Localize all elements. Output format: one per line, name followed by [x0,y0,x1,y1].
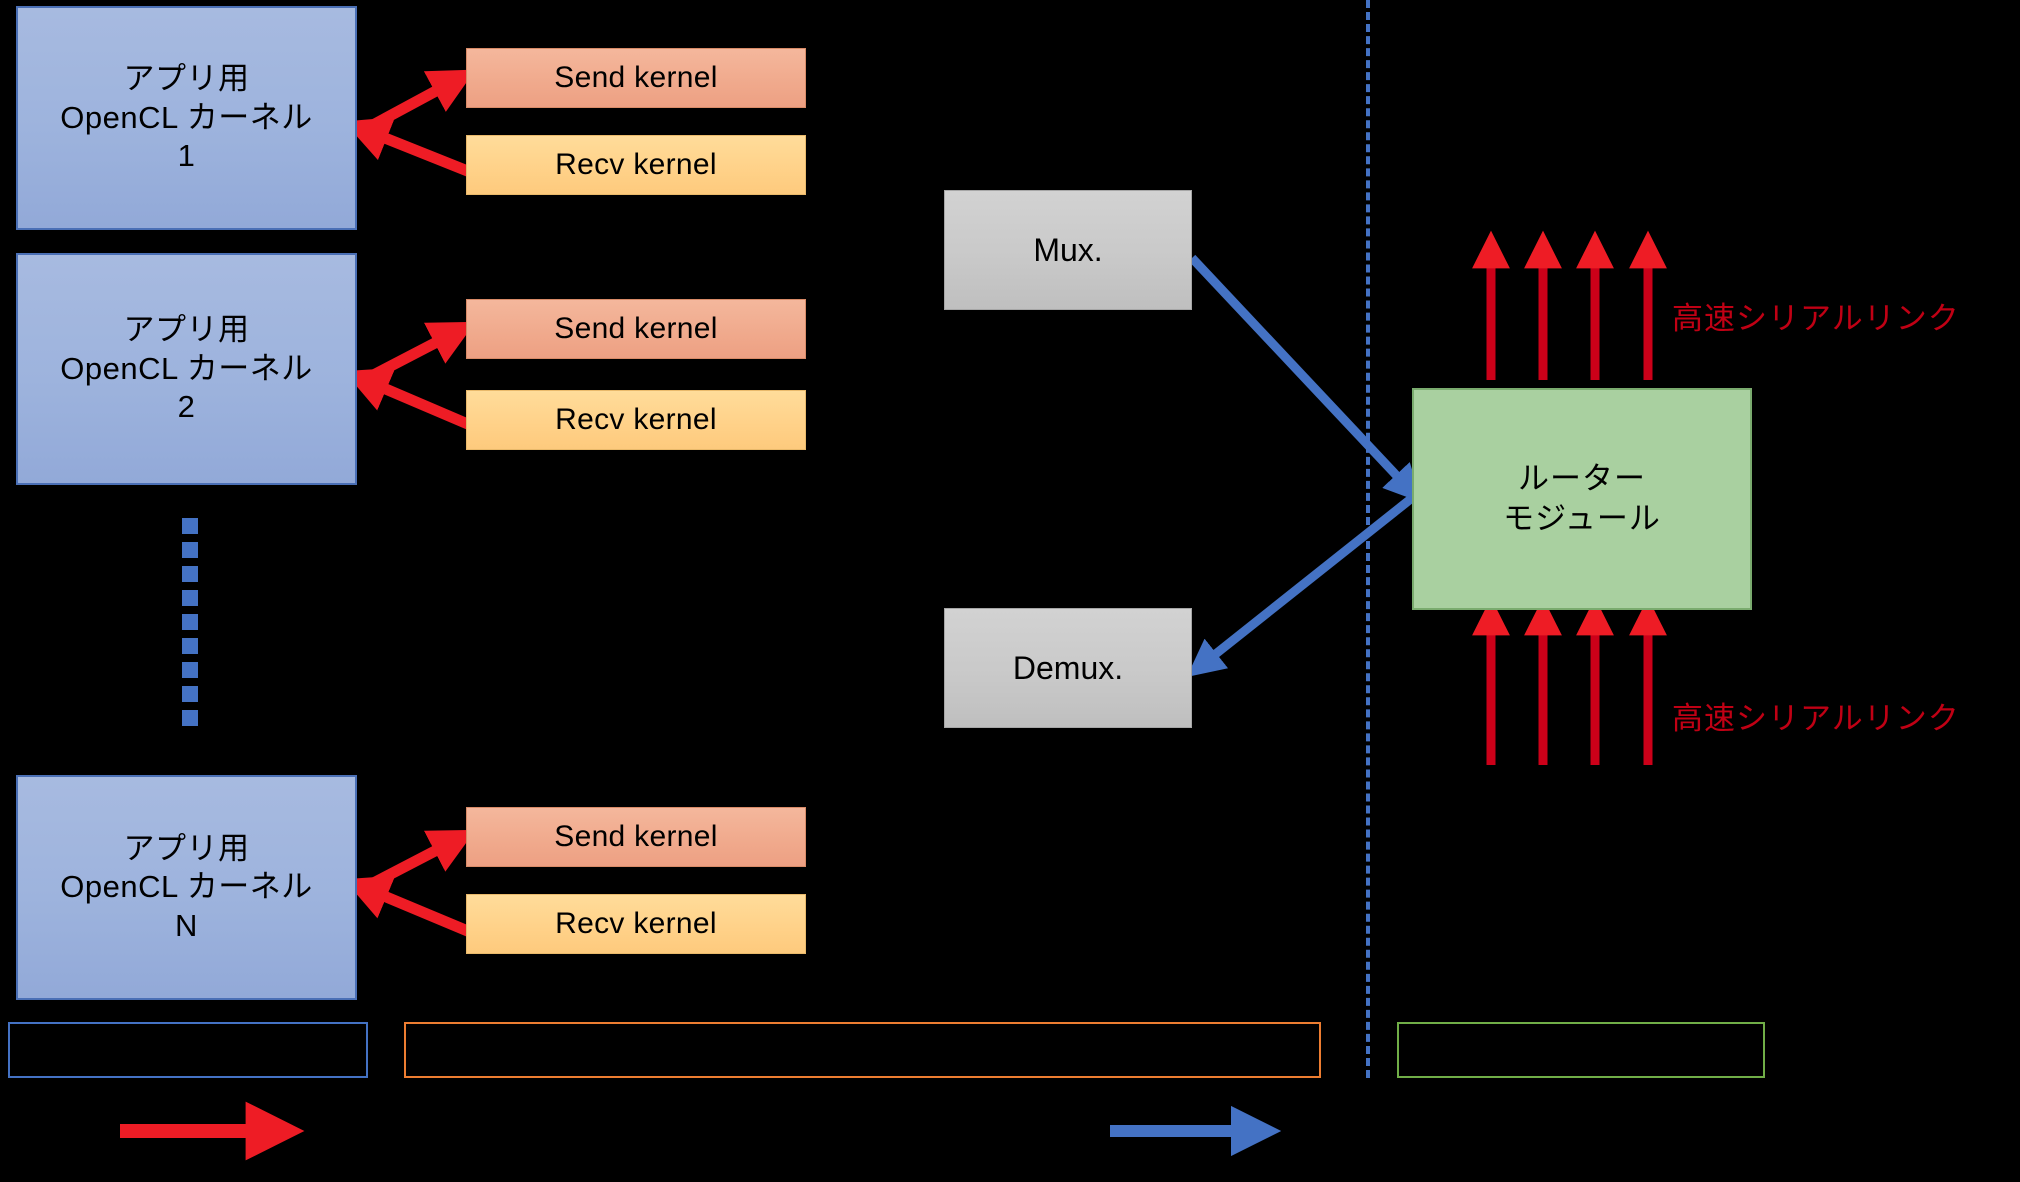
mux-to-router-arrow [1188,254,1422,503]
router-label-line1: ルーター [1518,460,1646,496]
send-kernel-bar-2[interactable]: Send kernel [466,299,806,359]
serial-link-arrows-up [1472,230,1667,380]
domain-divider [1366,0,1370,1078]
send-kernel-label-2: Send kernel [554,312,718,345]
ellipsis-dot [182,686,198,702]
router-module-box[interactable]: ルーター モジュール [1412,388,1752,610]
send-kernel-bar-n[interactable]: Send kernel [466,807,806,867]
ellipsis-dot [182,566,198,582]
ellipsis-dot [182,662,198,678]
mux-box[interactable]: Mux. [944,190,1192,310]
recv-kernel-bar-n[interactable]: Recv kernel [466,894,806,954]
serial-link-arrows-down [1472,597,1667,765]
router-label-line2: モジュール [1503,501,1661,536]
ellipsis-dot [182,614,198,630]
recv-kernel-bar-1[interactable]: Recv kernel [466,135,806,195]
app-kernel-2-line2: OpenCL カーネル [60,350,313,386]
router-to-demux-arrow [1186,494,1415,677]
app-kernel-box-1[interactable]: アプリ用 OpenCL カーネル 1 [16,6,357,230]
kernel-arrows-group-1 [343,69,476,178]
ellipsis-dot [182,710,198,726]
app-kernel-n-line1: アプリ用 [123,830,250,866]
app-kernel-1-line3: 1 [177,138,196,174]
legend-box-fpga [404,1022,1321,1078]
recv-kernel-bar-2[interactable]: Recv kernel [466,390,806,450]
recv-kernel-label-n: Recv kernel [555,907,717,940]
recv-kernel-label-2: Recv kernel [555,403,717,436]
send-kernel-label-n: Send kernel [554,820,718,853]
mux-label: Mux. [1033,231,1103,268]
demux-label: Demux. [1012,649,1124,686]
app-kernel-1-line2: OpenCL カーネル [60,99,313,135]
send-kernel-label-1: Send kernel [554,61,718,94]
kernel-arrows-group-2 [343,321,476,431]
app-kernel-box-n[interactable]: アプリ用 OpenCL カーネル N [16,775,357,1000]
app-kernel-n-line2: OpenCL カーネル [60,869,313,905]
serial-link-label-top: 高速シリアルリンク [1672,301,1960,337]
app-kernel-box-2[interactable]: アプリ用 OpenCL カーネル 2 [16,253,357,485]
recv-kernel-label-1: Recv kernel [555,148,717,181]
serial-link-label-bottom: 高速シリアルリンク [1672,701,1960,737]
ellipsis-dot [182,518,198,534]
ellipsis-dot [182,638,198,654]
demux-box[interactable]: Demux. [944,608,1192,728]
app-kernel-2-line1: アプリ用 [123,312,250,348]
app-kernel-1-line1: アプリ用 [123,61,250,97]
legend-box-router [1397,1022,1765,1078]
app-kernel-n-line3: N [175,907,198,943]
send-kernel-bar-1[interactable]: Send kernel [466,48,806,108]
app-kernel-2-line3: 2 [177,389,196,425]
ellipsis-dot [182,542,198,558]
ellipsis-dot [182,590,198,606]
legend-box-host [8,1022,368,1078]
kernel-arrows-group-3 [343,829,476,938]
